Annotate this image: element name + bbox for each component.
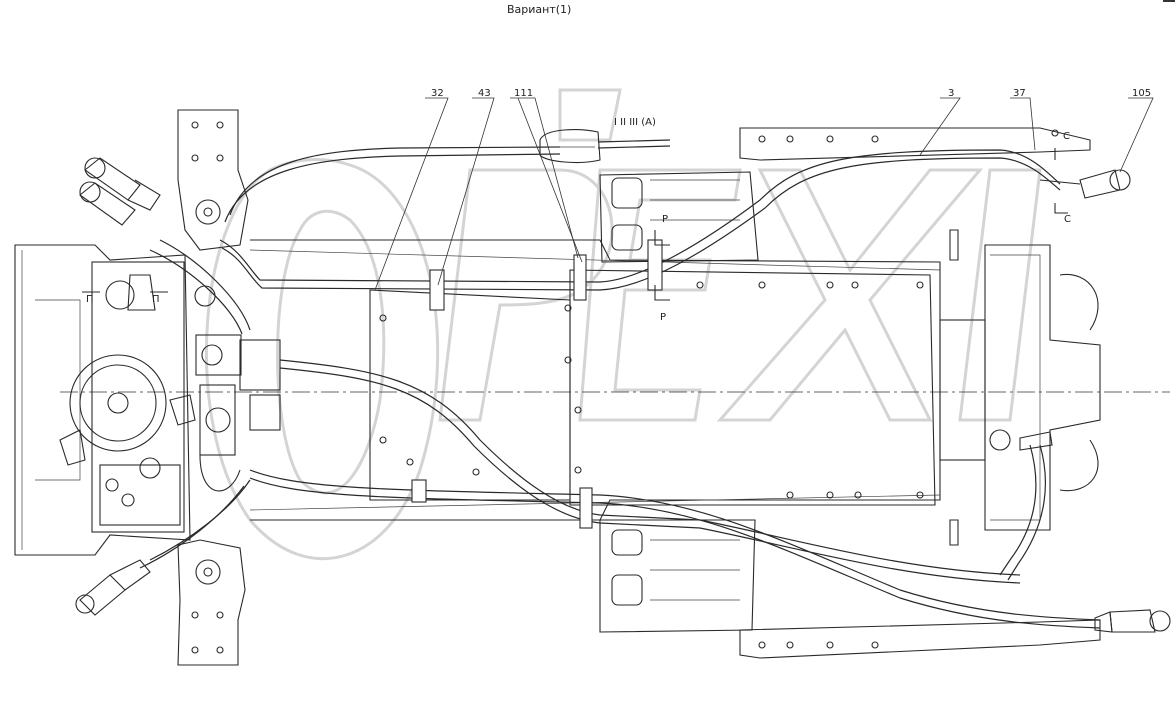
section-pi-right: П	[152, 294, 160, 305]
section-pi-left: П	[86, 294, 94, 305]
right-lower-arm	[739, 619, 1101, 659]
callout-105: 105	[1132, 88, 1151, 99]
callout-111: 111	[514, 88, 533, 99]
left-lower-bracket	[177, 539, 246, 666]
upper-tank	[599, 171, 759, 263]
callout-43: 43	[478, 88, 491, 99]
callout-32: 32	[431, 88, 444, 99]
page-edge-mark	[1163, 0, 1175, 2]
connector-plug	[539, 129, 671, 164]
left-lower-coupler	[75, 559, 151, 616]
right-upper-coupler	[1039, 169, 1131, 199]
callout-37: 37	[1013, 88, 1026, 99]
section-marks	[82, 148, 1068, 301]
callout-3: 3	[948, 88, 954, 99]
section-c-lower: C	[1064, 214, 1071, 225]
section-c-upper: C	[1063, 131, 1070, 142]
section-p-lower: P	[660, 312, 666, 323]
hose-clips	[411, 239, 663, 529]
section-p-upper: P	[662, 214, 668, 225]
lower-tank	[599, 519, 756, 633]
right-lower-coupler	[1094, 609, 1171, 633]
drawing-title: Вариант(1)	[507, 3, 571, 16]
hose-bundle-lower	[139, 359, 1101, 629]
roman-numerals-label: I II III (A)	[614, 117, 656, 128]
valve-block	[195, 334, 281, 492]
leader-lines	[374, 97, 1154, 291]
left-upper-couplers	[79, 157, 161, 226]
rear-axle-hitch	[939, 229, 1101, 546]
hose-bundle-upper	[149, 146, 1061, 335]
left-upper-bracket	[177, 109, 249, 251]
right-upper-arm	[739, 127, 1091, 161]
gearbox-housing	[14, 244, 216, 556]
